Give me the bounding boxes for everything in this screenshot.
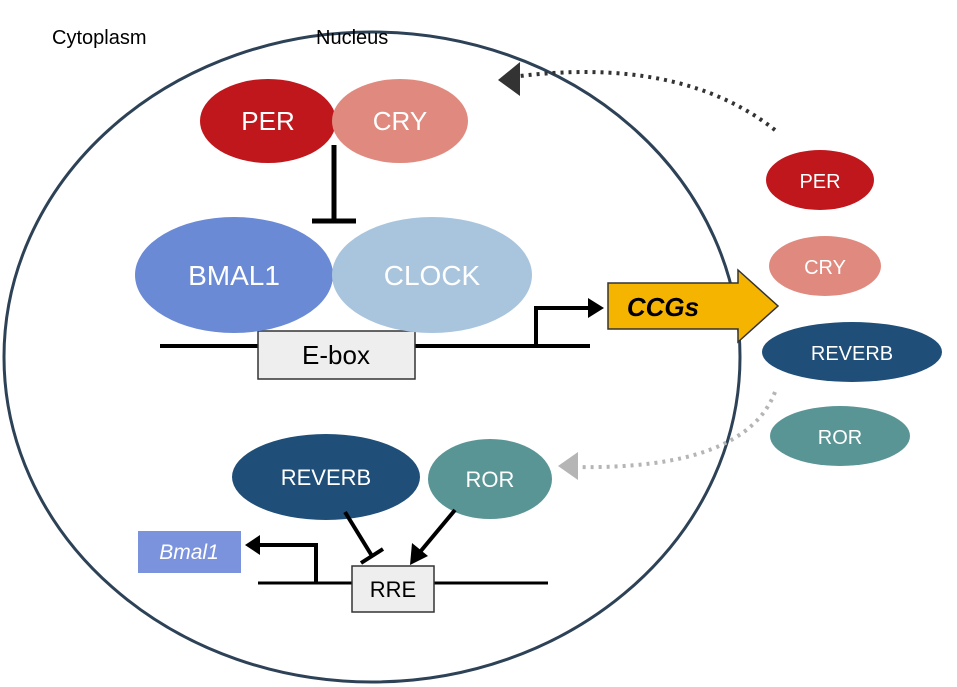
- bmal1-transcription-arrow: [258, 543, 318, 583]
- per-cytoplasm-label: PER: [799, 171, 840, 193]
- ror-nuclear-label: ROR: [466, 467, 515, 492]
- reverb-inhibition-bar: [359, 547, 385, 565]
- clock-protein-label: CLOCK: [384, 260, 481, 291]
- ccgs-transcription-arrowhead: [588, 298, 604, 318]
- clock-protein: [332, 217, 532, 333]
- reverb-cytoplasm: [762, 322, 942, 382]
- nuclear-import-arrow-reverb-ror: [574, 391, 777, 470]
- bmal1-protein-label: BMAL1: [188, 260, 280, 291]
- ccgs-label: CCGs: [627, 292, 699, 322]
- ror-cytoplasm: [770, 406, 910, 466]
- rre-box: [351, 565, 435, 613]
- cry-cytoplasm: [769, 236, 881, 296]
- per-nuclear: [200, 79, 336, 163]
- ror-cytoplasm-label: ROR: [818, 427, 862, 449]
- nuclear-import-arrow-per-cry: [511, 70, 777, 132]
- ror-nuclear: [428, 439, 552, 519]
- ebox-label: E-box: [302, 340, 370, 370]
- ror-activation-stem: [418, 508, 457, 554]
- cry-nuclear: [332, 79, 468, 163]
- reverb-nuclear-label: REVERB: [281, 465, 371, 490]
- cry-nuclear-label: CRY: [373, 106, 427, 136]
- ccgs-transcription-arrow: [534, 306, 592, 346]
- per-nuclear-label: PER: [241, 106, 294, 136]
- bmal1-gene-label: Bmal1: [159, 541, 219, 564]
- nuclear-import-arrowhead: [498, 62, 520, 96]
- reverb-inhibition-stem: [343, 510, 374, 558]
- rre-label: RRE: [370, 577, 416, 602]
- bmal1-gene-box: [138, 531, 241, 573]
- nucleus-label: Nucleus: [316, 27, 388, 49]
- ebox-box: [257, 330, 416, 380]
- ccgs-arrow: [607, 268, 780, 344]
- ror-activation-arrowhead: [410, 543, 428, 565]
- nuclear-import-arrowhead-gray: [558, 452, 578, 480]
- cytoplasm-label: Cytoplasm: [52, 27, 146, 49]
- bmal1-protein: [135, 217, 333, 333]
- reverb-cytoplasm-label: REVERB: [811, 343, 893, 365]
- per-cytoplasm: [766, 150, 874, 210]
- cry-cytoplasm-label: CRY: [804, 257, 846, 279]
- bmal1-transcription-arrowhead: [245, 535, 260, 555]
- reverb-nuclear: [232, 434, 420, 520]
- nucleus-outline: [2, 30, 742, 684]
